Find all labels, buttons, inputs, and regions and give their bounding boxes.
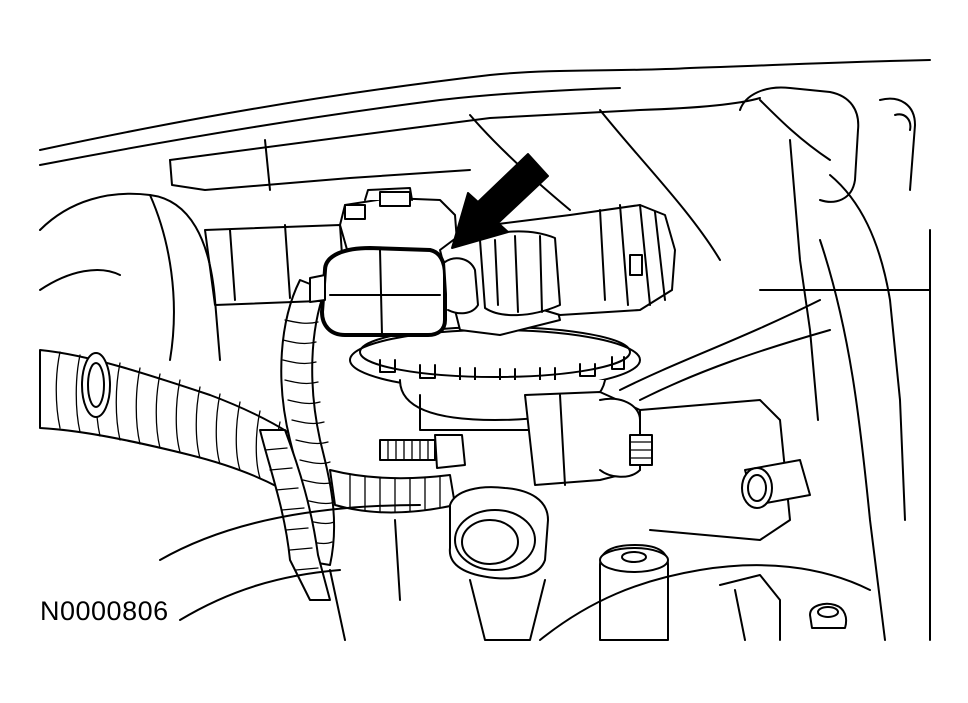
callout-arrow (451, 153, 549, 249)
hose-nipple (741, 459, 811, 509)
lower-cylinder (599, 544, 848, 641)
mounting-bracket (524, 299, 831, 541)
electrical-connector (309, 246, 479, 337)
corrugated-hose (39, 349, 321, 501)
right-structure (739, 86, 931, 641)
solenoid-body (204, 187, 676, 336)
figure-id-label: N0000806 (40, 596, 169, 626)
lower-engine-curves (159, 504, 871, 641)
pipe-nut-fitting (448, 486, 549, 641)
left-wall (39, 192, 221, 361)
threaded-stud (379, 434, 653, 469)
